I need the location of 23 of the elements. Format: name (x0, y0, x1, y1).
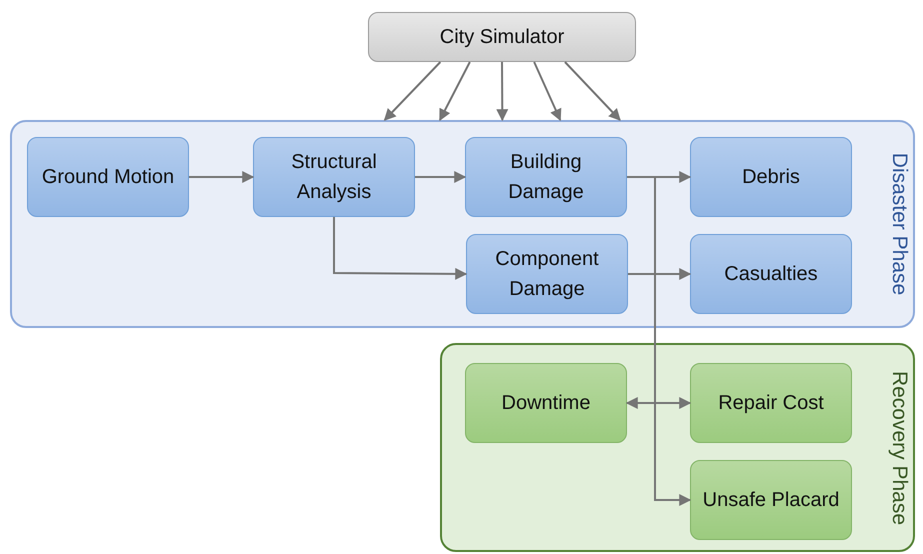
arrow (384, 61, 442, 121)
arrow (415, 171, 466, 183)
process-box: Ground Motion (27, 137, 189, 217)
arrow (533, 62, 562, 122)
process-box: Unsafe Placard (690, 460, 852, 540)
process-box: Building Damage (465, 137, 627, 217)
process-box: Debris (690, 137, 852, 217)
arrow (333, 217, 468, 280)
arrow (438, 62, 471, 122)
process-box: Component Damage (466, 234, 628, 314)
process-box: Downtime (465, 363, 627, 443)
phase-panel (10, 120, 915, 328)
arrow (564, 61, 621, 121)
arrow (189, 171, 254, 183)
phase-panel (440, 343, 915, 552)
process-box: City Simulator (368, 12, 636, 62)
arrow (628, 268, 692, 280)
panel-title: Disaster Phase (887, 152, 911, 296)
process-box: Repair Cost (690, 363, 852, 443)
panel-title: Recovery Phase (887, 370, 911, 525)
process-box: Structural Analysis (253, 137, 415, 217)
arrow (496, 62, 508, 122)
process-box: Casualties (690, 234, 852, 314)
